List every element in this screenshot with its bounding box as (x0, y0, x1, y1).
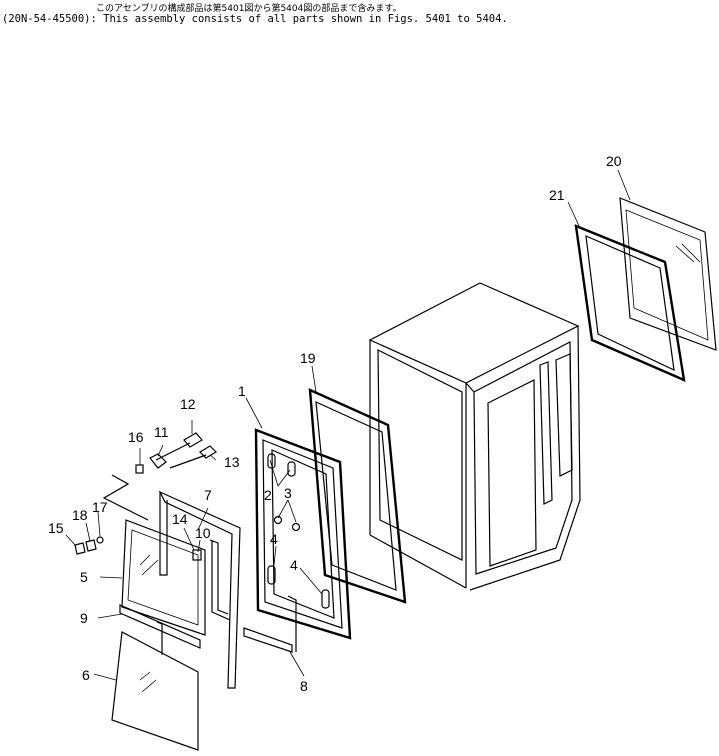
callout-4b: 4 (290, 557, 298, 573)
callout-17: 17 (92, 499, 108, 515)
callout-6: 6 (82, 667, 90, 683)
callout-9: 9 (80, 610, 88, 626)
callout-12: 12 (180, 396, 196, 412)
assembly-description: : This assembly consists of all parts sh… (90, 13, 508, 25)
part-number: (20N-54-45500) (2, 13, 91, 25)
callout-7: 7 (204, 487, 212, 503)
callout-15: 15 (48, 520, 64, 536)
sliding-window-frame (158, 490, 241, 689)
lower-seal (243, 595, 297, 653)
callout-13: 13 (224, 454, 240, 470)
japanese-note: このアセンブリの構成部品は第5401図から第5404図の部品まで含みます。 (96, 4, 402, 14)
callout-14: 14 (172, 511, 188, 527)
callout-18: 18 (72, 507, 88, 523)
callout-20: 20 (606, 153, 622, 169)
rear-seal (574, 224, 686, 382)
callout-16: 16 (128, 429, 144, 445)
callout-8: 8 (300, 678, 308, 694)
callout-4a: 4 (270, 531, 278, 547)
callout-2: 2 (264, 487, 272, 503)
callout-3: 3 (284, 485, 292, 501)
leader-lines (65, 169, 631, 681)
rail (119, 604, 201, 655)
fixed-glass (111, 631, 199, 751)
callout-19: 19 (300, 350, 316, 366)
drawing-header: このアセンブリの構成部品は第5401図から第5404図の部品まで含みます。 (2… (0, 0, 719, 30)
cab-frame (368, 282, 581, 591)
callout-11: 11 (154, 424, 169, 440)
callout-5: 5 (80, 569, 88, 585)
door-frame (254, 428, 352, 640)
rear-glass (619, 197, 717, 351)
callouts: 20 21 19 1 12 16 11 13 7 2 3 17 18 15 14… (48, 153, 622, 694)
callout-1: 1 (238, 383, 246, 399)
callout-10: 10 (195, 525, 211, 541)
assembly-note: (20N-54-45500): This assembly consists o… (2, 13, 508, 25)
callout-21: 21 (549, 187, 565, 203)
hardware-parts (74, 432, 217, 555)
door-seal (308, 388, 407, 604)
sliding-glass (121, 519, 206, 636)
